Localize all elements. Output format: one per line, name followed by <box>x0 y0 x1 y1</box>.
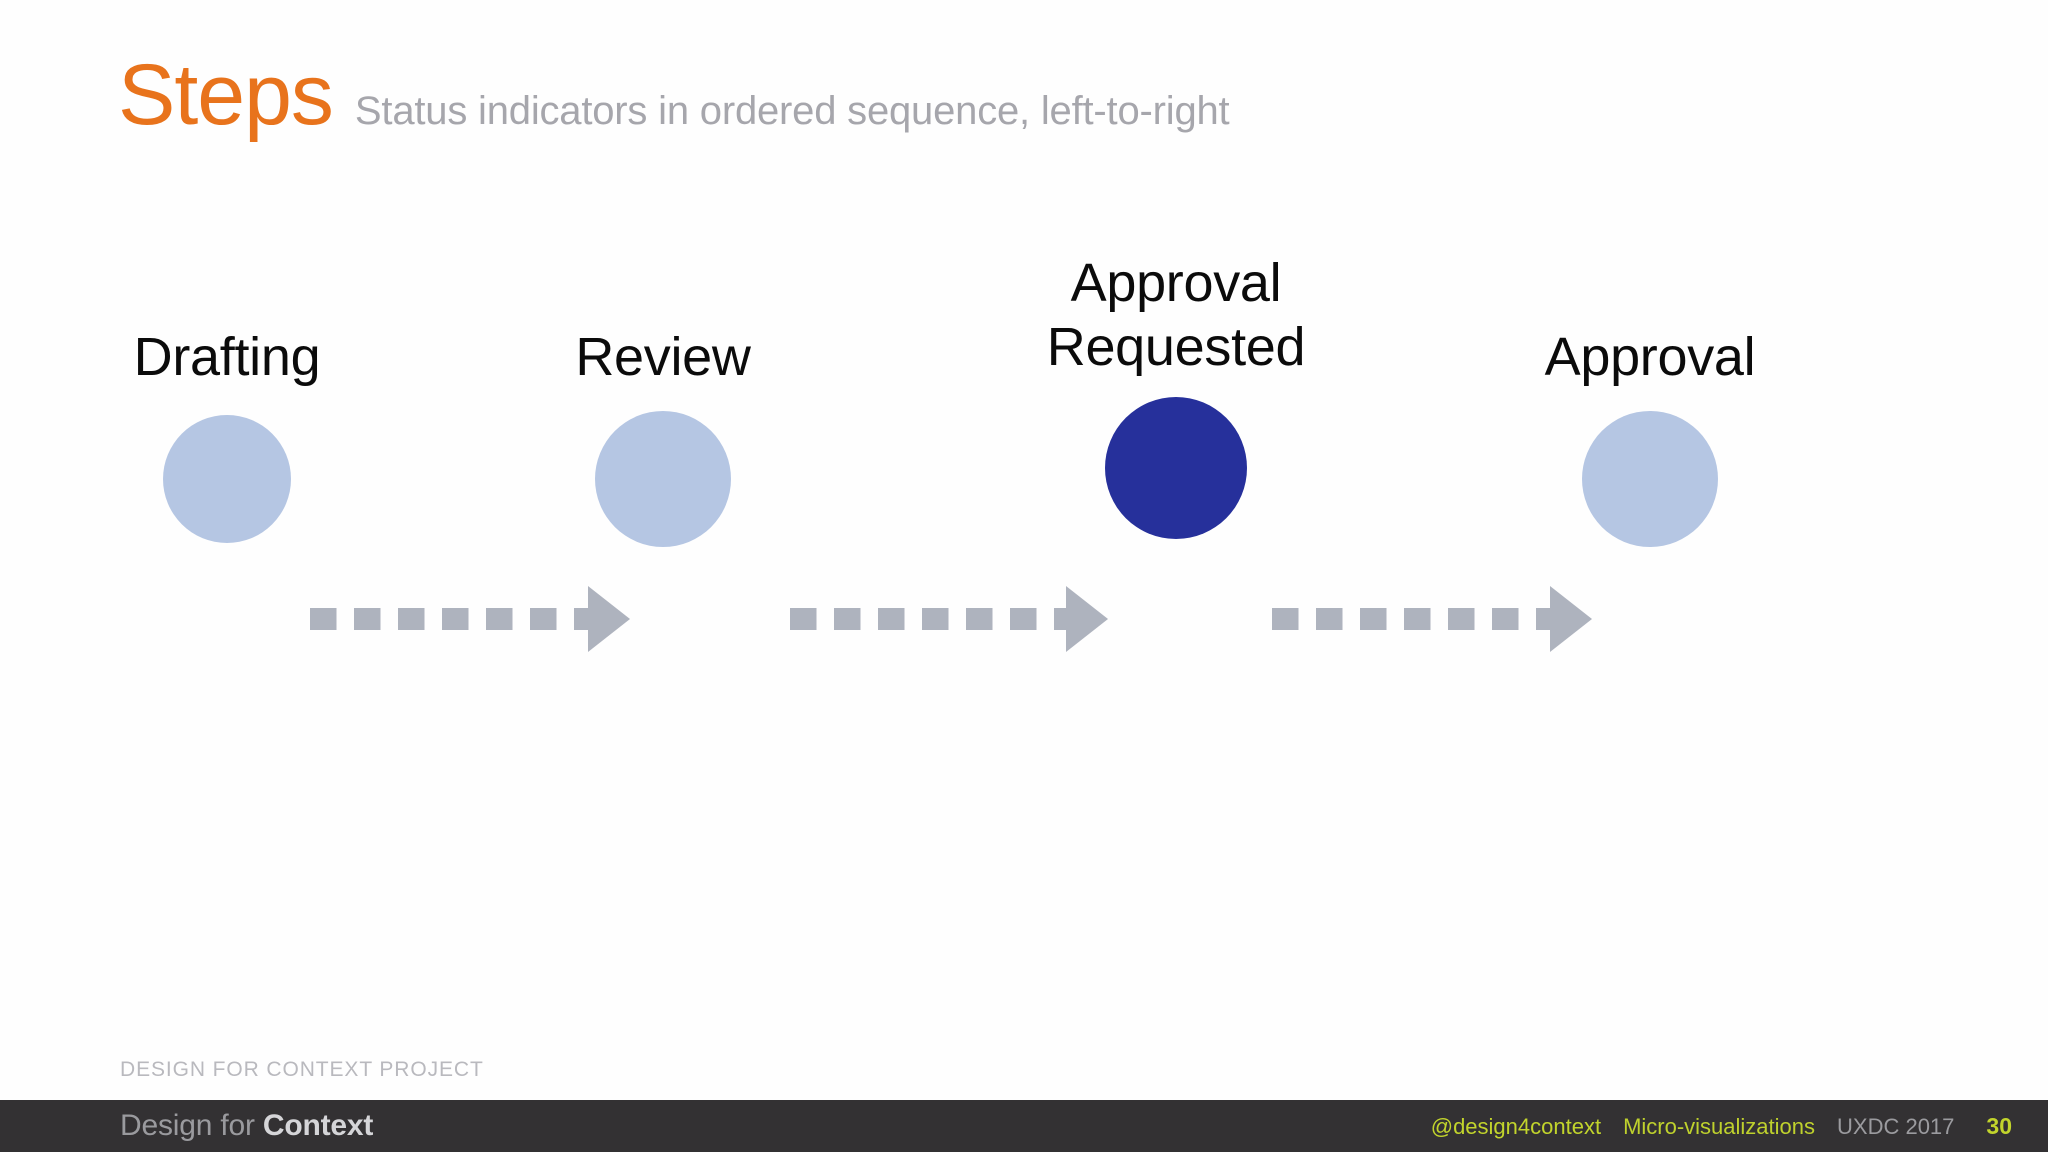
dashed-line <box>310 608 590 630</box>
step-item-approval-requested[interactable]: Approval Requested <box>956 252 1396 543</box>
step-connector-arrow <box>310 586 630 652</box>
step-connector-arrow <box>790 586 1108 652</box>
footer-page-number: 30 <box>1986 1112 2012 1139</box>
dashed-line <box>790 608 1068 630</box>
footer-topic: Micro-visualizations <box>1623 1113 1816 1139</box>
step-dot-wrap <box>498 404 828 554</box>
page-title: Steps <box>118 47 334 143</box>
step-label: Approval Requested <box>1046 253 1306 377</box>
step-status-dot-active[interactable] <box>1105 397 1247 540</box>
step-dot-wrap <box>1440 404 1860 554</box>
step-status-dot[interactable] <box>1582 410 1718 547</box>
step-label: Drafting <box>133 327 321 387</box>
step-dot-wrap <box>62 404 392 554</box>
step-dot-wrap <box>956 393 1396 543</box>
arrow-right-icon <box>1066 586 1108 652</box>
footer-social-handle[interactable]: @design4context <box>1430 1113 1602 1139</box>
footer-brand-prefix: Design for <box>120 1109 263 1142</box>
page-subtitle: Status indicators in ordered sequence, l… <box>354 89 1230 133</box>
step-status-dot[interactable] <box>595 410 731 547</box>
step-item-review[interactable]: Review <box>498 326 828 554</box>
steps-diagram: Drafting Review Approval Requested <box>0 253 2048 720</box>
step-connector-arrow <box>1272 586 1592 652</box>
step-label: Approval <box>1544 327 1756 387</box>
step-status-dot[interactable] <box>163 414 291 543</box>
slide-header: Steps Status indicators in ordered seque… <box>118 47 1230 143</box>
step-item-drafting[interactable]: Drafting <box>62 326 392 554</box>
footer-brand-strong: Context <box>262 1109 374 1142</box>
dashed-line <box>1272 608 1552 630</box>
footer-meta: @design4context Micro-visualizations UXD… <box>1431 1113 2012 1140</box>
arrow-right-icon <box>588 586 630 652</box>
project-attribution: DESIGN FOR CONTEXT PROJECT <box>120 1058 484 1081</box>
step-label: Review <box>575 327 751 387</box>
arrow-right-icon <box>1550 586 1592 652</box>
slide-footer: Design for Context @design4context Micro… <box>0 1100 2048 1152</box>
footer-brand: Design for Context <box>120 1109 373 1143</box>
step-item-approval[interactable]: Approval <box>1440 326 1860 554</box>
footer-event: UXDC 2017 <box>1837 1113 1955 1139</box>
